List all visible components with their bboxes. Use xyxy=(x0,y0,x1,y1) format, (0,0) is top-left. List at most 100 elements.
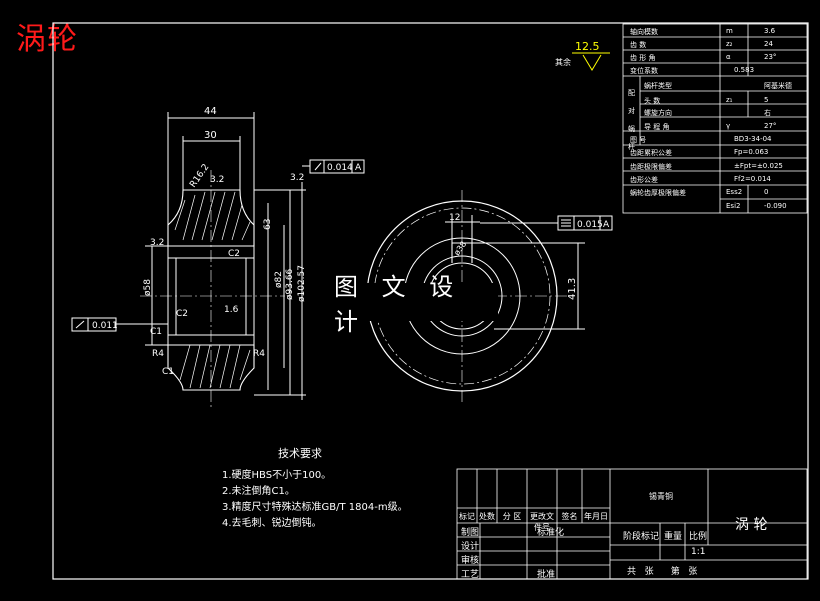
param-key: 齿 形 角 xyxy=(630,54,656,62)
param-row: 齿距累积公差 Fp=0.063 xyxy=(624,148,808,160)
tb-sheets: 共 张 第 张 xyxy=(627,567,698,577)
param-symbol: m xyxy=(726,27,733,35)
rough-32-b: 3.2 xyxy=(150,238,164,248)
tech-item: 4.去毛刺、锐边倒钝。 xyxy=(222,518,322,529)
tb-weight: 重量 xyxy=(664,532,683,542)
tb-scale-value: 1:1 xyxy=(691,547,706,557)
param-value: Ff2=0.014 xyxy=(734,175,771,183)
chamfer-c2-a: C2 xyxy=(228,249,240,259)
tb-label-draw: 制图 xyxy=(461,528,480,538)
dim-38: ø38 xyxy=(452,240,468,258)
param-key: 齿形公差 xyxy=(630,176,658,184)
param-value: BD3-34-04 xyxy=(734,135,772,143)
param-row: 齿形公差 Ff2=0.014 xyxy=(624,175,808,187)
param-key: 齿距极限偏差 xyxy=(630,163,672,171)
dim-9366: ø93.66 xyxy=(285,268,295,300)
param-key: 图 号 xyxy=(630,136,647,144)
dim-key-12: 12 xyxy=(449,213,460,223)
chamfer-c2-b: C2 xyxy=(176,309,188,319)
param-row: Esi2 -0.090 xyxy=(624,202,808,214)
param-row: 螺旋方向 右 xyxy=(624,108,808,120)
tb-row1: 标记 处数 分 区 更改文件号 签名 年月日 xyxy=(459,512,608,532)
param-value: 27° xyxy=(764,122,777,130)
parameter-table xyxy=(622,23,808,214)
param-symbol: z₁ xyxy=(726,96,733,104)
param-value: ±Fpt=±0.025 xyxy=(734,162,783,170)
tb-approve: 批准 xyxy=(537,570,556,580)
tb-label-design: 设计 xyxy=(461,542,480,552)
param-value: 23° xyxy=(764,53,777,61)
tol-0015-ref: A xyxy=(603,220,610,230)
tol-0014: 0.014 xyxy=(327,163,353,173)
param-symbol: α xyxy=(726,53,731,61)
drawing-frame xyxy=(52,22,809,580)
param-row: 变位系数 0.583 xyxy=(624,66,808,78)
param-row: 蜗杆类型 阿基米德 xyxy=(624,81,808,93)
tb-label-review: 审核 xyxy=(461,556,480,566)
chamfer-c1-a: C1 xyxy=(150,327,162,337)
chamfer-c1-b: C1 xyxy=(162,367,174,377)
param-value: 3.6 xyxy=(764,27,776,35)
tech-title: 技术要求 xyxy=(278,447,322,460)
watermark-text: 涡轮 xyxy=(16,22,78,57)
part-name: 涡 轮 xyxy=(735,517,768,533)
title-block-text: 锡青铜 涡 轮 标记 处数 分 区 更改文件号 签名 年月日 制图 设计 审核 … xyxy=(457,469,807,580)
rough-note: 其余 xyxy=(555,57,571,67)
param-key: 齿 数 xyxy=(630,41,647,49)
tech-item: 2.未注倒角C1。 xyxy=(222,486,295,497)
param-row: 轴向模数 m 3.6 xyxy=(624,27,808,39)
rough-16: 1.6 xyxy=(224,305,239,315)
param-row: 齿距极限偏差 ±Fpt=±0.025 xyxy=(624,162,808,174)
tol-0015: 0.015 xyxy=(577,220,603,230)
param-row: 齿 形 角 α 23° xyxy=(624,53,808,65)
param-value: 0.583 xyxy=(734,66,755,74)
roughness-general: 12.5 其余 xyxy=(555,40,610,71)
param-value: Fp=0.063 xyxy=(734,148,769,156)
param-value: -0.090 xyxy=(764,202,787,210)
param-row: 齿 数 z₂ 24 xyxy=(624,40,808,52)
param-key: 螺旋方向 xyxy=(644,109,672,117)
radius-r4-a: R4 xyxy=(152,349,164,359)
param-key: 头 数 xyxy=(644,97,661,105)
tech-item: 1.硬度HBS不小于100。 xyxy=(222,470,332,481)
param-key: 变位系数 xyxy=(630,67,658,75)
material: 锡青铜 xyxy=(649,492,673,501)
param-key: 齿距累积公差 xyxy=(630,149,672,157)
param-key: 蜗杆类型 xyxy=(644,82,672,90)
param-key: 轴向模数 xyxy=(630,28,658,36)
param-key: 导 程 角 xyxy=(644,123,670,131)
dim-44: 44 xyxy=(204,106,217,117)
tol-0014-ref: A xyxy=(355,163,362,173)
tech-item: 3.精度尺寸特殊达标准GB/T 1804-m级。 xyxy=(222,502,408,513)
param-value: 右 xyxy=(764,109,771,117)
param-symbol: z₂ xyxy=(726,40,733,48)
radius-r4-b: R4 xyxy=(253,349,265,359)
param-row: 导 程 角 γ 27° xyxy=(624,122,808,134)
tb-scale: 比例 xyxy=(689,532,708,542)
param-value: 0 xyxy=(764,188,769,196)
param-key: 蜗轮齿厚极限偏差 xyxy=(630,189,686,197)
param-row: 蜗轮齿厚极限偏差 Ess2 0 xyxy=(624,188,808,200)
param-side-label: 配对蜗杆 xyxy=(628,89,635,151)
dim-58: ø58 xyxy=(143,279,153,296)
dim-30: 30 xyxy=(204,130,217,141)
end-view: 12 ø38 41.3 0.015 A xyxy=(355,190,613,402)
param-value: 24 xyxy=(764,40,773,48)
rough-32-c: 3.2 xyxy=(290,173,304,183)
tol-0011: 0.011 xyxy=(92,321,118,331)
param-symbol: γ xyxy=(726,122,731,130)
param-symbol: Esi2 xyxy=(726,202,741,210)
hatch-upper xyxy=(174,191,251,241)
dim-10257: ø102.57 xyxy=(297,265,307,302)
dim-413: 41.3 xyxy=(567,278,578,300)
tb-std: 标准化 xyxy=(537,528,565,538)
rough-125: 12.5 xyxy=(575,40,600,53)
tb-label-process: 工艺 xyxy=(461,570,480,580)
dim-82: ø82 xyxy=(274,271,284,288)
param-value: 阿基米德 xyxy=(764,82,792,90)
watermark-banner: 图 文 设 计 xyxy=(334,273,498,336)
param-symbol: Ess2 xyxy=(726,188,743,196)
dim-63: 63 xyxy=(263,219,273,230)
